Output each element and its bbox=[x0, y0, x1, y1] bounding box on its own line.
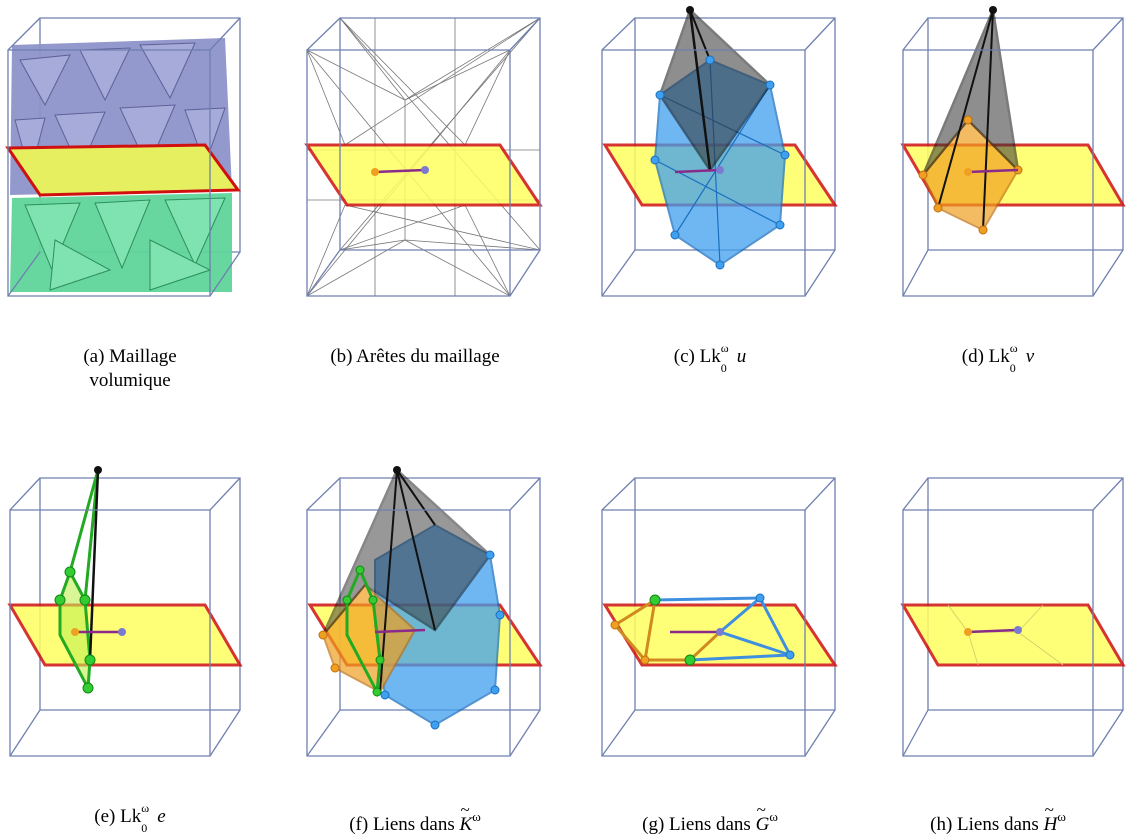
upper-tet-face bbox=[79, 47, 131, 102]
vertex-v bbox=[964, 168, 972, 176]
links-h-figure bbox=[900, 477, 1126, 757]
links-k-figure bbox=[306, 466, 543, 757]
caption-a-line2: volumique bbox=[89, 370, 171, 391]
upper-tet-face bbox=[139, 42, 196, 100]
edge-uv bbox=[374, 628, 426, 634]
mid-plane bbox=[7, 603, 243, 667]
mid-plane bbox=[5, 143, 241, 197]
upper-tet-face bbox=[54, 111, 106, 172]
panel-b: (b) Arêtes du maillage bbox=[285, 0, 545, 367]
vertex-v bbox=[71, 628, 79, 636]
edge-uv bbox=[374, 168, 426, 174]
edge-uv bbox=[967, 168, 1019, 174]
box-edge bbox=[209, 17, 241, 51]
apex-vertex bbox=[393, 466, 401, 474]
apex-vertex bbox=[989, 6, 997, 14]
vertex-u bbox=[1014, 626, 1022, 634]
vertex-u bbox=[118, 628, 126, 636]
vertex-u bbox=[716, 628, 724, 636]
box-edge bbox=[209, 251, 241, 297]
caption-b: (b) Arêtes du maillage bbox=[330, 346, 500, 367]
mid-plane bbox=[304, 143, 543, 207]
upper-tet-face bbox=[119, 104, 176, 170]
volume-mesh-figure bbox=[5, 17, 241, 297]
box-edge bbox=[7, 17, 41, 51]
panel-g: (g) Liens dans Gω bbox=[580, 460, 840, 835]
caption-h: (h) Liens dans Hω bbox=[868, 798, 1128, 837]
panel-a: (a) Maillage volumique bbox=[0, 0, 260, 391]
link-e-figure bbox=[7, 466, 243, 757]
apex-vertex bbox=[94, 466, 102, 474]
mesh-edges-figure bbox=[304, 17, 543, 297]
vertex-u bbox=[716, 166, 724, 174]
upper-tet-face bbox=[19, 54, 71, 107]
edge-uv bbox=[674, 168, 721, 174]
vertex-u bbox=[421, 166, 429, 174]
vertex-green bbox=[684, 654, 696, 666]
mid-plane bbox=[900, 603, 1126, 667]
apex-vertex bbox=[686, 6, 694, 14]
panel-f: (f) Liens dans Kω bbox=[285, 460, 545, 835]
caption-a: (a) Maillage volumique bbox=[0, 345, 260, 393]
link-g-blue-edges bbox=[654, 596, 793, 662]
link-v-figure bbox=[900, 5, 1126, 297]
caption-g: (g) Liens dans Gω bbox=[580, 798, 840, 837]
caption-f: (f) Liens dans Kω bbox=[285, 798, 545, 837]
upper-tet-face bbox=[184, 107, 226, 167]
lower-tet-face bbox=[149, 239, 212, 291]
panel-h: (h) Liens dans Hω bbox=[868, 460, 1128, 835]
vertex-v bbox=[964, 628, 972, 636]
vertex-v bbox=[371, 168, 379, 176]
lower-tet-face bbox=[24, 202, 81, 272]
caption-a-line1: (a) Maillage bbox=[83, 346, 177, 367]
links-g-figure bbox=[601, 477, 838, 757]
edge-uv bbox=[967, 628, 1019, 634]
lower-tet-face bbox=[94, 199, 151, 270]
link-u-figure bbox=[601, 6, 838, 297]
apex-cone bbox=[321, 467, 492, 636]
apex-edge bbox=[88, 469, 100, 661]
box-edge bbox=[7, 251, 41, 297]
vertex-green bbox=[649, 594, 661, 606]
lower-tet-face bbox=[49, 239, 112, 291]
box-back-face bbox=[927, 477, 1124, 711]
